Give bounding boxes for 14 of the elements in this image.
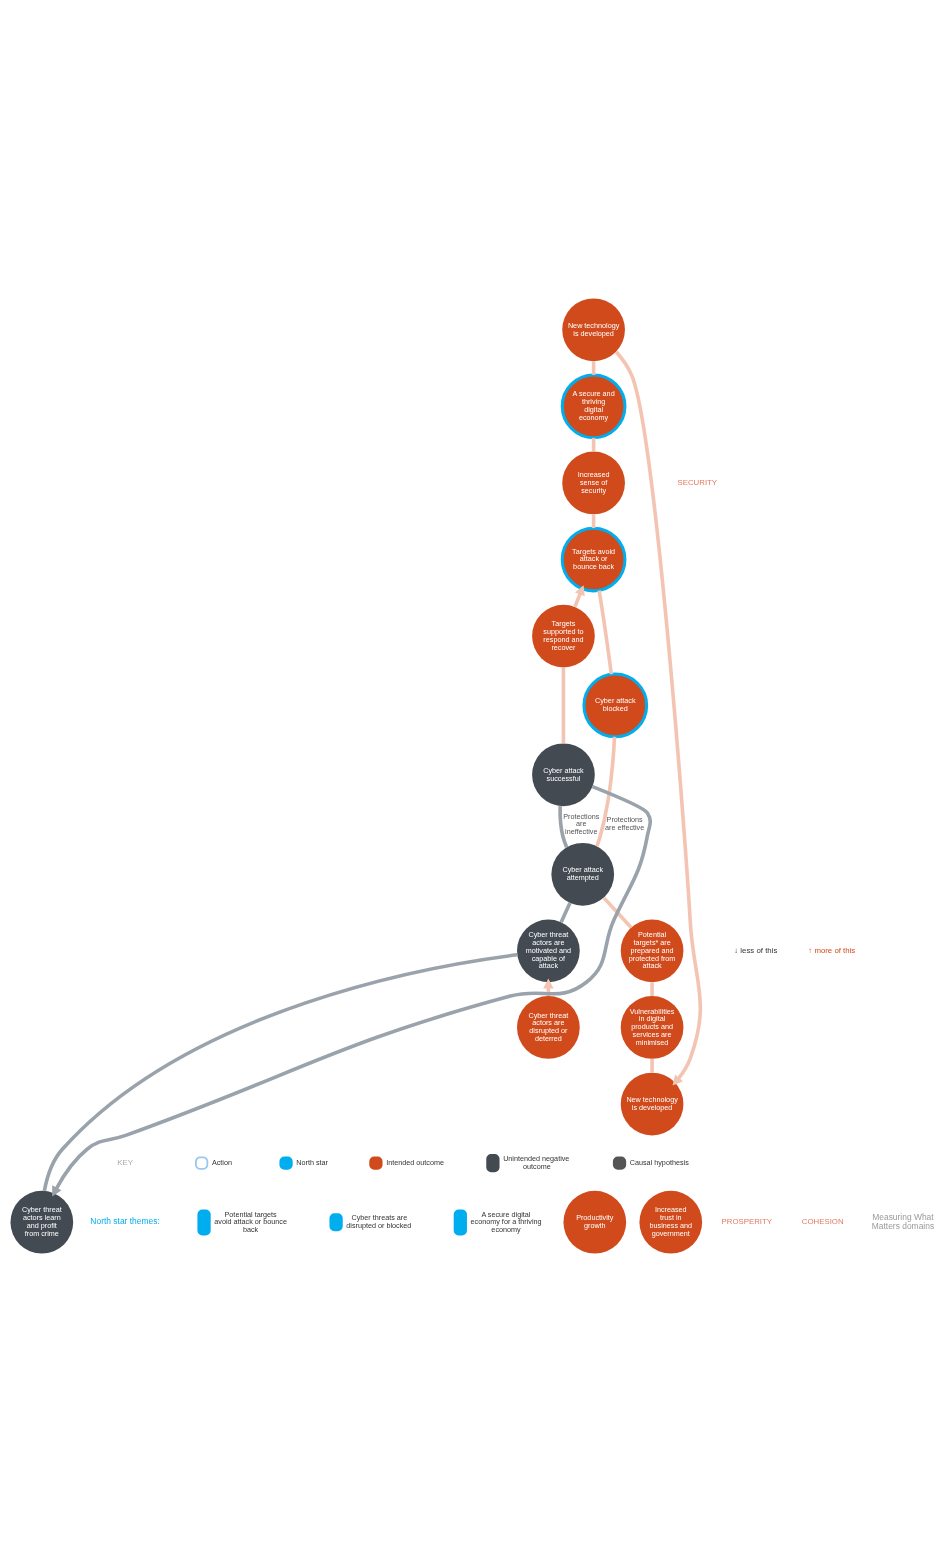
connector: [602, 896, 633, 929]
arrow: [52, 784, 652, 1197]
label: Measuring What Matters domains: [871, 1211, 935, 1231]
connector: [650, 1059, 654, 1073]
label: North star themes:: [90, 1216, 160, 1227]
connector: [559, 902, 572, 923]
arrow: [573, 585, 585, 608]
connector: [558, 806, 569, 848]
arrow: [614, 350, 703, 1086]
connector: [42, 953, 518, 1192]
connector: [597, 590, 614, 675]
connector: [595, 736, 617, 847]
connector: [561, 667, 566, 744]
connector: [650, 982, 654, 996]
